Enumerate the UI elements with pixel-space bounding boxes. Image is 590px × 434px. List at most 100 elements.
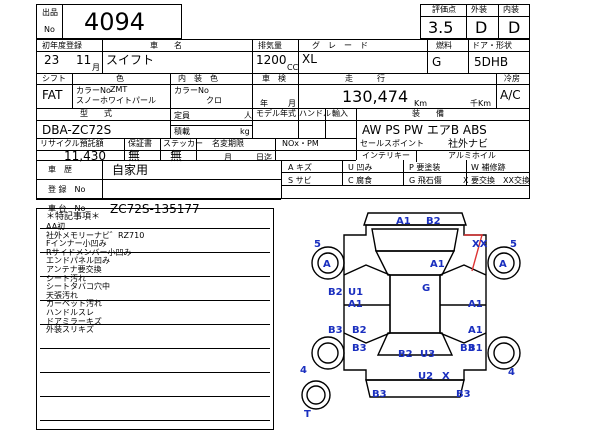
- capacity-label: 定員: [174, 111, 190, 120]
- kg-unit: kg: [240, 127, 250, 136]
- nox-label: NOx・PM: [282, 139, 319, 148]
- interior-value: D: [508, 18, 521, 37]
- note-line-3: [40, 300, 270, 301]
- front-bumper: [363, 212, 467, 226]
- grade-box: [420, 4, 530, 39]
- note-3: Rサイドメンバー小凹み: [46, 247, 132, 257]
- inspection-label: 車 検: [262, 74, 286, 83]
- note-11: ドアミラーキズ: [46, 316, 102, 326]
- note-line-4: [40, 324, 270, 325]
- inspection-year-unit: 年: [260, 99, 268, 108]
- rear-window: [376, 332, 454, 356]
- first-reg-year: 23: [44, 53, 60, 67]
- roof: [389, 274, 441, 334]
- note-10: ハンドルスレ: [46, 307, 94, 317]
- body-outline: [343, 224, 487, 381]
- int-color-no-label: カラーNo: [174, 86, 209, 95]
- legend-x: X 要交換: [463, 176, 496, 185]
- mark-0: A1: [396, 216, 411, 227]
- wheel-rl-inner: [317, 342, 339, 364]
- equipment-label: 装 備: [412, 109, 444, 118]
- sales-point-label: セールスポイント: [360, 139, 424, 148]
- h8: [36, 160, 356, 161]
- sticker-value: 無: [170, 149, 183, 163]
- v-legend-2: [403, 160, 404, 185]
- mark-6: A1: [430, 259, 445, 270]
- h4: [36, 108, 530, 109]
- v-r4-5: [416, 150, 417, 162]
- lot-label-top: 出品: [42, 8, 58, 17]
- note-0: AA初: [46, 222, 66, 231]
- mark-27: T: [304, 409, 311, 420]
- h-legend-2: [281, 185, 530, 186]
- grade-name: XL: [302, 52, 317, 66]
- door-type: 5DHB: [474, 55, 509, 69]
- note-5: アンテナ要交換: [46, 264, 102, 274]
- chassis-label: 車 台 No: [48, 204, 86, 213]
- h3: [36, 84, 530, 85]
- mark-18: B2: [398, 349, 413, 360]
- note-4: エンドパネル凹み: [46, 256, 110, 266]
- color-no: ZMT: [110, 85, 128, 94]
- replaced-panel-mark: [464, 234, 483, 272]
- v-r3-4: [325, 108, 326, 138]
- equipment: AW PS PW エアB ABS: [362, 123, 487, 137]
- sales-point-2: 社外ナビ: [448, 139, 488, 150]
- notes-title: ＊特記事項＊: [46, 212, 101, 222]
- notes-box: [36, 208, 274, 430]
- mark-9: B2: [328, 287, 343, 298]
- mark-22: U2: [418, 371, 433, 382]
- thousand-km-unit: 千Km: [470, 99, 492, 108]
- v-r2-2: [170, 73, 171, 108]
- note-line-8: [40, 420, 270, 421]
- person-unit: 人: [244, 111, 252, 120]
- note-line-5: [40, 348, 270, 349]
- color-no-label: カラーNo: [76, 86, 111, 95]
- exterior-value: D: [475, 18, 488, 37]
- note-1: 社外メモリーナビ゛RZ710: [46, 230, 145, 240]
- inspection-month-unit: 月: [288, 99, 296, 108]
- ac-value: A/C: [500, 88, 521, 102]
- legend-c: C 腐食: [348, 176, 373, 185]
- color-name: スノーホワイトパール: [76, 96, 156, 105]
- model-code: DBA-ZC72S: [42, 123, 112, 137]
- mark-25: B3: [372, 389, 387, 400]
- interior-label: 内装: [503, 5, 519, 14]
- car-damage-diagram: A1 B2 5 XX 5 A A1 A G B2 U1 A1 A1 B3 B2 …: [300, 212, 521, 420]
- mark-23: X: [442, 371, 450, 382]
- wheel-rr-inner: [493, 342, 515, 364]
- legend-g: G 飛石傷: [409, 176, 442, 185]
- mark-20: B1: [468, 343, 483, 354]
- h7: [36, 150, 530, 151]
- first-reg-month: 11: [76, 53, 92, 67]
- v-r2-5: [496, 73, 497, 108]
- fuel-label: 燃料: [436, 41, 452, 50]
- grade-name-label: グ レ ー ド: [312, 41, 368, 50]
- exterior-label: 外装: [471, 5, 487, 14]
- mark-21: 4: [300, 365, 307, 376]
- first-reg-label: 初年度登録: [42, 41, 82, 50]
- note-9: カーペット汚れ: [46, 299, 102, 309]
- warranty-value: 無: [128, 149, 141, 163]
- mark-3: XX: [472, 239, 488, 250]
- mark-12: A1: [468, 299, 483, 310]
- v-r1-4: [427, 39, 428, 73]
- v-r2-4: [298, 73, 299, 108]
- sticker-label: ステッカー: [163, 139, 203, 148]
- mark-26: B3: [456, 389, 471, 400]
- right-side: [439, 264, 487, 344]
- grade-div-2: [498, 4, 499, 39]
- mark-5: A: [323, 259, 331, 270]
- mark-19: U3: [420, 349, 435, 360]
- v-r1-2: [252, 39, 253, 73]
- mark-17: B3: [460, 343, 475, 354]
- note-line-7: [40, 396, 270, 397]
- mark-10: U1: [348, 287, 363, 298]
- v-legend-1: [342, 160, 343, 185]
- mark-16: B3: [352, 343, 367, 354]
- mark-8: G: [422, 283, 430, 294]
- mark-14: B2: [352, 325, 367, 336]
- mark-2: 5: [314, 239, 321, 250]
- v-r4-2: [160, 138, 161, 160]
- model-year-label: モデル年式: [256, 109, 296, 118]
